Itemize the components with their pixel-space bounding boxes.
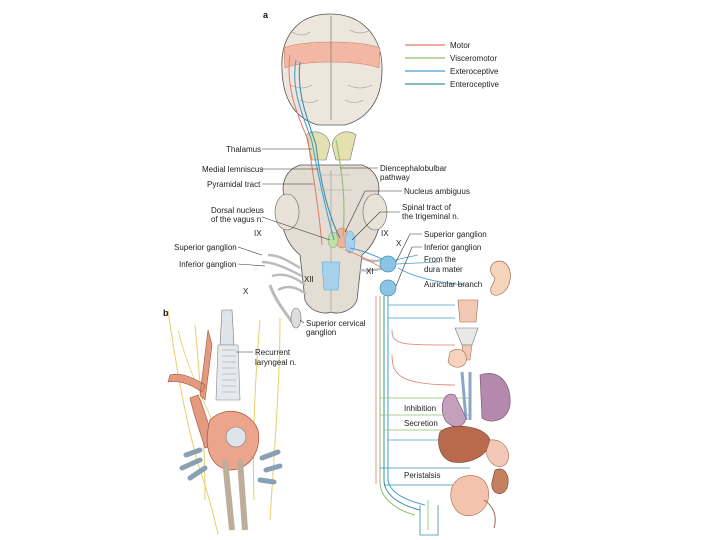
label-recurrent-line1: Recurrent (255, 348, 291, 357)
label-x-left: X (243, 287, 249, 296)
labels-right-group: Diencephalobulbar pathway Nucleus ambigu… (299, 164, 487, 337)
pharynx-organ (457, 299, 479, 323)
cerebrum (281, 13, 383, 126)
lungs-organ (441, 371, 511, 427)
legend-label-motor: Motor (450, 41, 471, 50)
label-diencephalobulbar-line2: pathway (380, 173, 410, 182)
labels-panel-b-group: Recurrent laryngeal n. (236, 348, 296, 367)
label-dorsal-nucleus-line2: of the vagus n. (211, 215, 263, 224)
label-thalamus: Thalamus (226, 145, 261, 154)
label-inferior-ganglion-left: Inferior ganglion (179, 260, 236, 269)
label-from-the: From the (424, 255, 457, 264)
intestine-organ (419, 475, 496, 536)
label-nucleus-ambiguus: Nucleus ambiguus (404, 187, 470, 196)
label-spinal-tract-line1: Spinal tract of (402, 203, 452, 212)
panel-label-b: b (163, 308, 169, 318)
superior-ganglion-node (379, 255, 397, 273)
label-dura-mater: dura mater (424, 265, 463, 274)
label-pyramidal-tract: Pyramidal tract (207, 180, 261, 189)
function-labels: Inhibition Secretion Peristalsis (404, 404, 440, 480)
stomach-organ (485, 439, 509, 467)
label-ix-left: IX (254, 229, 262, 238)
heart-organ (447, 349, 467, 368)
label-superior-cervical-line2: ganglion (306, 328, 336, 337)
mediastinum-illustration (167, 309, 283, 536)
vagus-trunk (344, 247, 470, 516)
liver-organ (438, 425, 491, 463)
label-peristalsis: Peristalsis (404, 471, 440, 480)
label-dorsal-nucleus-line1: Dorsal nucleus (211, 206, 264, 215)
legend-label-exteroceptive: Exteroceptive (450, 67, 499, 76)
label-medial-lemniscus: Medial lemniscus (202, 165, 263, 174)
brainstem (261, 164, 391, 329)
inferior-ganglion-node (379, 279, 397, 297)
label-spinal-tract-line2: the trigeminal n. (402, 212, 459, 221)
label-xi: XI (366, 267, 374, 276)
label-x-right: X (396, 239, 402, 248)
label-ix-right: IX (381, 229, 389, 238)
legend: Motor Visceromotor Exteroceptive Enteroc… (405, 41, 499, 89)
auricle-ear (490, 260, 511, 296)
label-inferior-ganglion-right: Inferior ganglion (424, 243, 481, 252)
label-inhibition: Inhibition (404, 404, 436, 413)
label-superior-cervical-line1: Superior cervical (306, 319, 366, 328)
labels-left-group: Thalamus Medial lemniscus Pyramidal trac… (174, 145, 331, 296)
label-diencephalobulbar-line1: Diencephalobulbar (380, 164, 447, 173)
central-pathways (288, 54, 352, 246)
label-xii: XII (304, 275, 314, 284)
label-superior-ganglion-right: Superior ganglion (424, 230, 487, 239)
kidney-organ (491, 468, 509, 494)
label-recurrent-line2: laryngeal n. (255, 358, 296, 367)
label-superior-ganglion-left: Superior ganglion (174, 243, 237, 252)
superior-cervical-ganglion (290, 307, 302, 329)
panel-label-a: a (263, 10, 269, 20)
legend-label-visceromotor: Visceromotor (450, 54, 497, 63)
legend-label-enteroceptive: Enteroceptive (450, 80, 499, 89)
label-auricular-branch: Auricular branch (424, 280, 482, 289)
label-secretion: Secretion (404, 419, 438, 428)
